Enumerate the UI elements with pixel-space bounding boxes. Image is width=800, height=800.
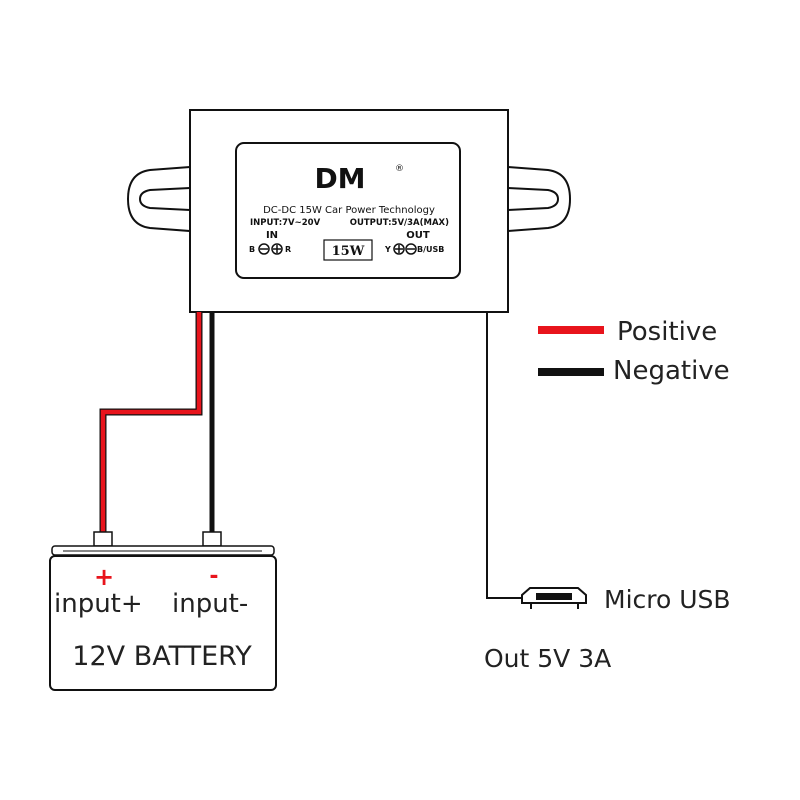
registered-mark: ®	[395, 164, 404, 174]
micro-usb-label: Micro USB	[604, 585, 731, 614]
module-logo: DM	[314, 162, 365, 195]
module-label-panel	[235, 142, 461, 279]
legend-negative-swatch	[538, 368, 604, 376]
in-pin-r: R	[285, 245, 291, 254]
battery-body	[49, 555, 277, 691]
out-pin-y: Y	[384, 245, 391, 254]
legend-negative-label: Negative	[613, 356, 730, 386]
micro-usb-connector-icon	[521, 587, 587, 609]
output-wire	[486, 312, 522, 599]
battery-minus-label: input-	[172, 589, 248, 619]
plus-circle-icon	[271, 243, 283, 255]
output-spec: OUTPUT:5V/3A(MAX)	[350, 218, 449, 228]
legend-positive-label: Positive	[617, 317, 717, 347]
power-badge-box	[323, 239, 373, 261]
out-pin-b-usb: B/USB	[417, 245, 444, 254]
output-spec-label: Out 5V 3A	[484, 644, 611, 673]
in-label: IN	[266, 230, 278, 241]
positive-wire	[99, 312, 203, 540]
module-left-ear	[126, 165, 191, 233]
module-right-ear	[507, 165, 572, 233]
in-pin-b: B	[249, 245, 255, 254]
legend-positive-swatch	[538, 326, 604, 334]
out-label: OUT	[406, 230, 430, 241]
module-title: DC-DC 15W Car Power Technology	[263, 205, 435, 216]
battery-minus-sign: -	[209, 564, 218, 589]
plus-circle-icon	[393, 243, 405, 255]
positive-wire-core	[100, 312, 202, 540]
minus-circle-icon	[405, 243, 417, 255]
battery-plus-sign: +	[94, 563, 114, 591]
battery-plus-label: input+	[54, 589, 143, 619]
battery-terminal-negative	[202, 531, 222, 547]
battery-name: 12V BATTERY	[72, 641, 252, 672]
power-badge: 15W	[332, 244, 365, 259]
minus-circle-icon	[258, 243, 270, 255]
battery-terminal-positive	[93, 531, 113, 547]
input-spec: INPUT:7V~20V	[250, 218, 321, 228]
